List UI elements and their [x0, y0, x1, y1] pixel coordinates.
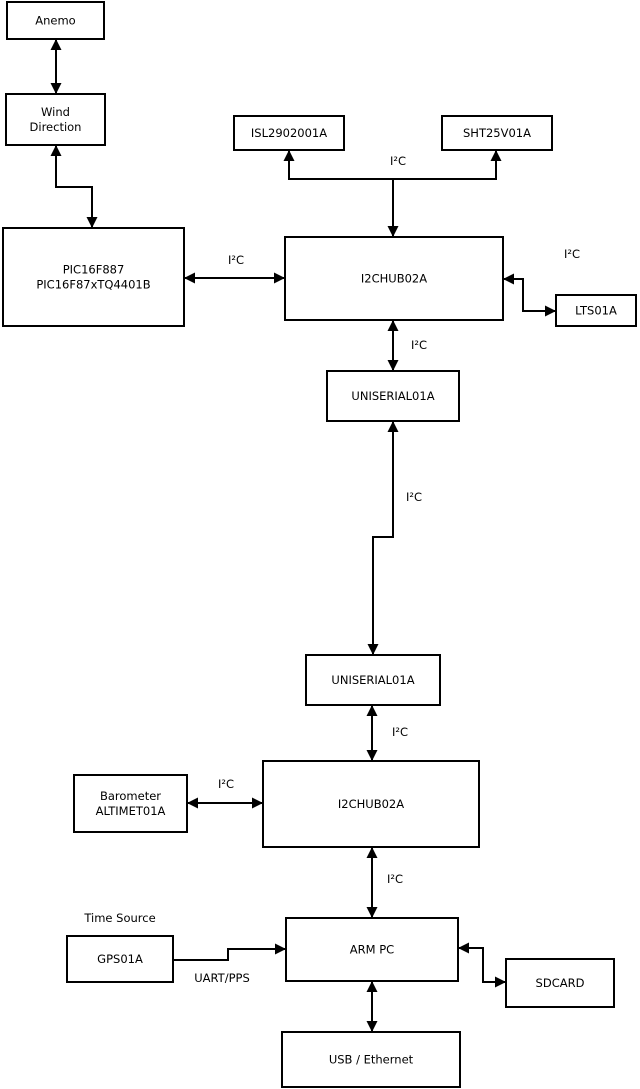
node-i2chub-2-box	[262, 760, 480, 848]
edge-i2chub1-lts01a	[503, 273, 556, 317]
node-sht25v01a: SHT25V01A	[441, 115, 553, 151]
labels-layer: I²C I²C I²C I²C I²C I²C I²C I²C Time SourceUART/…	[83, 154, 580, 985]
node-lts01a-label: LTS01A	[575, 304, 617, 318]
node-uniserial-2-label: UNISERIAL01A	[331, 673, 414, 687]
node-pic-box	[2, 227, 185, 327]
node-barometer-box	[73, 774, 188, 833]
edge-gps-armpc	[173, 943, 286, 961]
label-i2c-top-branch: I²C	[390, 154, 406, 168]
node-sht25v01a-label: SHT25V01A	[463, 126, 531, 140]
node-uniserial-2: UNISERIAL01A	[305, 654, 441, 706]
node-i2chub-1: I2CHUB02A	[284, 236, 504, 321]
label-i2c-barometer-hub2: I²C	[218, 777, 234, 791]
node-usb-ethernet-box	[281, 1031, 461, 1088]
node-gps01a-label: GPS01A	[97, 952, 143, 966]
node-sht25v01a-box	[441, 115, 553, 151]
node-isl2902001a-label: ISL2902001A	[251, 126, 327, 140]
edge-wind-pic	[50, 145, 98, 228]
node-uniserial-2-box	[305, 654, 441, 706]
node-uniserial-1-box	[326, 370, 460, 422]
label-i2c-hub1-uniserial1: I²C	[411, 338, 427, 352]
node-uniserial-1-label: UNISERIAL01A	[351, 389, 434, 403]
label-i2c-uniserial2-hub2: I²C	[392, 725, 408, 739]
node-sdcard-box	[505, 958, 615, 1008]
node-anemo-label: Anemo	[35, 14, 75, 28]
node-arm-pc-label: ARM PC	[350, 943, 394, 957]
node-lts01a: LTS01A	[555, 294, 637, 327]
node-arm-pc-box	[285, 917, 459, 982]
node-i2chub-2-label: I2CHUB02A	[338, 797, 404, 811]
node-i2chub-2: I2CHUB02A	[262, 760, 480, 848]
node-sdcard: SDCARD	[505, 958, 615, 1008]
label-uart-pps: UART/PPS	[194, 971, 250, 985]
label-i2c-uniserial-link: I²C	[406, 490, 422, 504]
node-arm-pc: ARM PC	[285, 917, 459, 982]
label-i2c-hub1-lts: I²C	[564, 247, 580, 261]
node-uniserial-1: UNISERIAL01A	[326, 370, 460, 422]
node-isl2902001a: ISL2902001A	[233, 115, 345, 151]
label-i2c-pic-hub1: I²C	[228, 253, 244, 267]
node-gps01a-box	[66, 935, 174, 983]
node-lts01a-box	[555, 294, 637, 327]
node-isl2902001a-box	[233, 115, 345, 151]
node-anemo: Anemo	[6, 1, 105, 40]
node-usb-ethernet: USB / Ethernet	[281, 1031, 461, 1088]
node-anemo-box	[6, 1, 105, 40]
label-i2c-hub2-armpc: I²C	[387, 872, 403, 886]
node-sdcard-label: SDCARD	[536, 976, 585, 990]
label-time-source: Time Source	[83, 911, 155, 925]
node-i2chub-1-box	[284, 236, 504, 321]
node-i2chub-1-label: I2CHUB02A	[361, 272, 427, 286]
node-gps01a: GPS01A	[66, 935, 174, 983]
edges-layer	[50, 39, 556, 1032]
edge-armpc-sdcard	[458, 942, 506, 988]
edge-uniserial1-uniserial2	[367, 421, 399, 655]
node-wind-direction-box	[5, 93, 106, 146]
node-usb-ethernet-label: USB / Ethernet	[329, 1053, 414, 1067]
